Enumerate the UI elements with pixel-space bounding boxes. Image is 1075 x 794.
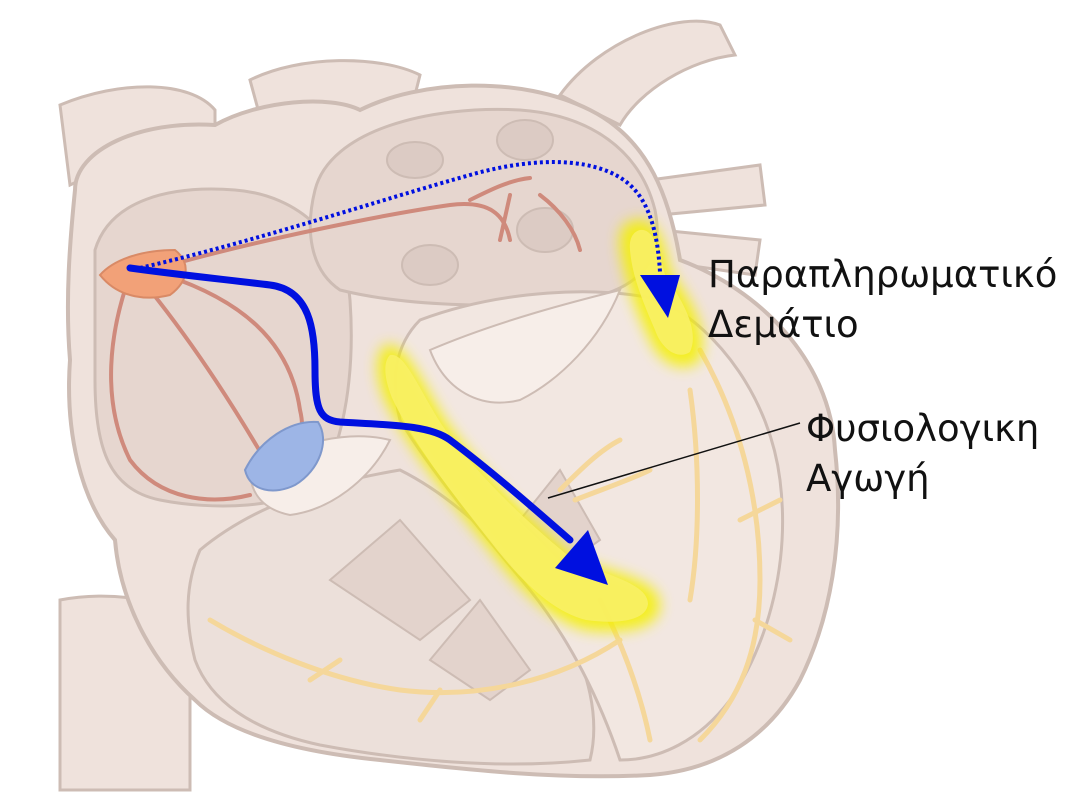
pulmonary-vein-opening [517,208,573,252]
pulmonary-vein-opening [497,120,553,160]
pulmonary-vein-opening [402,245,458,285]
pulmonary-vein-opening [387,142,443,178]
accessory-pathway-label-line1: Παραπληρωματικό [708,250,1057,300]
normal-conduction-label-line1: Φυσιολογικη [806,404,1039,454]
normal-conduction-label: Φυσιολογικη Αγωγή [806,404,1039,504]
accessory-pathway-label-line2: Δεμάτιο [708,300,1057,350]
normal-conduction-label-line2: Αγωγή [806,454,1039,504]
accessory-pathway-label: Παραπληρωματικό Δεμάτιο [708,250,1057,350]
